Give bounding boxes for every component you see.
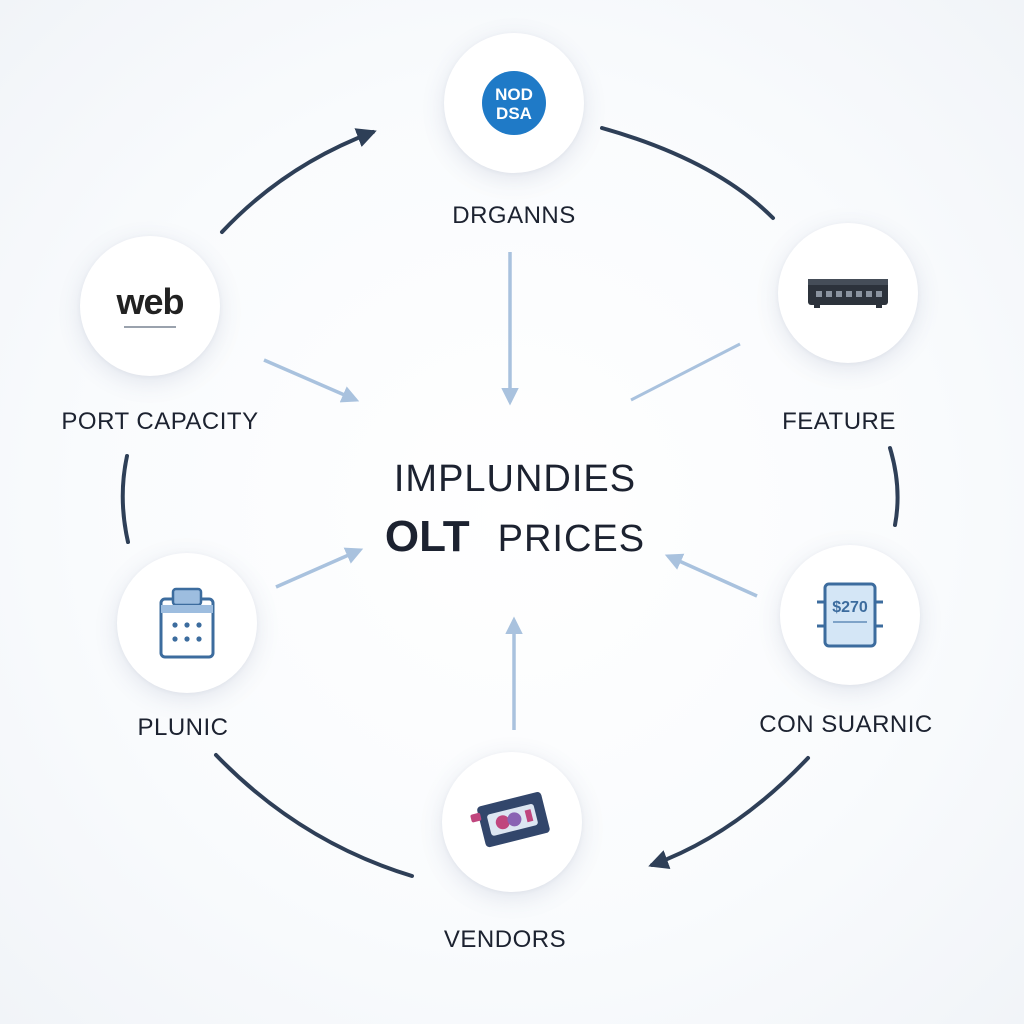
- web-logo-icon: web: [116, 281, 185, 328]
- node-drgans: NOD DSA: [444, 33, 584, 173]
- brand-logo-icon: NOD DSA: [482, 71, 546, 135]
- label-feature: FEATURE: [782, 408, 896, 435]
- center-title-line2: OLT PRICES: [385, 512, 645, 562]
- cycle-arc-left: [120, 454, 130, 544]
- cycle-arc-bottom-left: [214, 753, 414, 878]
- brand-logo-line1: NOD: [495, 85, 533, 104]
- price-tag-icon: $270: [817, 582, 883, 648]
- center-title-line1: IMPLUNDIES: [393, 458, 637, 500]
- node-vendors: [442, 752, 582, 892]
- cycle-arc-right: [888, 446, 900, 527]
- node-con-suarnic: $270: [780, 545, 920, 685]
- arrow-plunic-to-center: [275, 547, 364, 589]
- web-logo-text: web: [116, 281, 184, 322]
- arrow-port-capacity-to-center: [263, 358, 360, 403]
- payment-card-icon: [470, 792, 550, 848]
- web-logo-tagline: [123, 326, 176, 328]
- center-title-bold: OLT: [384, 512, 470, 561]
- label-con-suarnic: CON SUARNIC: [759, 711, 933, 738]
- network-device-icon: [808, 279, 888, 308]
- label-vendors: VENDORS: [443, 926, 567, 953]
- clipboard-grid-icon: [159, 587, 215, 659]
- label-plunic: PLUNIC: [137, 714, 229, 741]
- cycle-arc-top-right: [600, 126, 775, 220]
- node-port-capacity: web: [80, 236, 220, 376]
- node-plunic: [117, 553, 257, 693]
- cycle-arrow-to-bottom-right: [648, 756, 810, 869]
- arrow-con-suarnic-to-center: [664, 553, 758, 598]
- line-feature-to-center: [630, 342, 741, 402]
- cycle-arrow-to-top: [220, 128, 377, 234]
- price-tag-value: $270: [832, 599, 868, 616]
- center-title-rest: PRICES: [497, 518, 646, 560]
- label-port-capacity: PORT CAPACITY: [61, 408, 259, 435]
- label-drgans: DRGANNS: [452, 202, 576, 229]
- brand-logo-line2: DSA: [496, 104, 532, 123]
- node-feature: [778, 223, 918, 363]
